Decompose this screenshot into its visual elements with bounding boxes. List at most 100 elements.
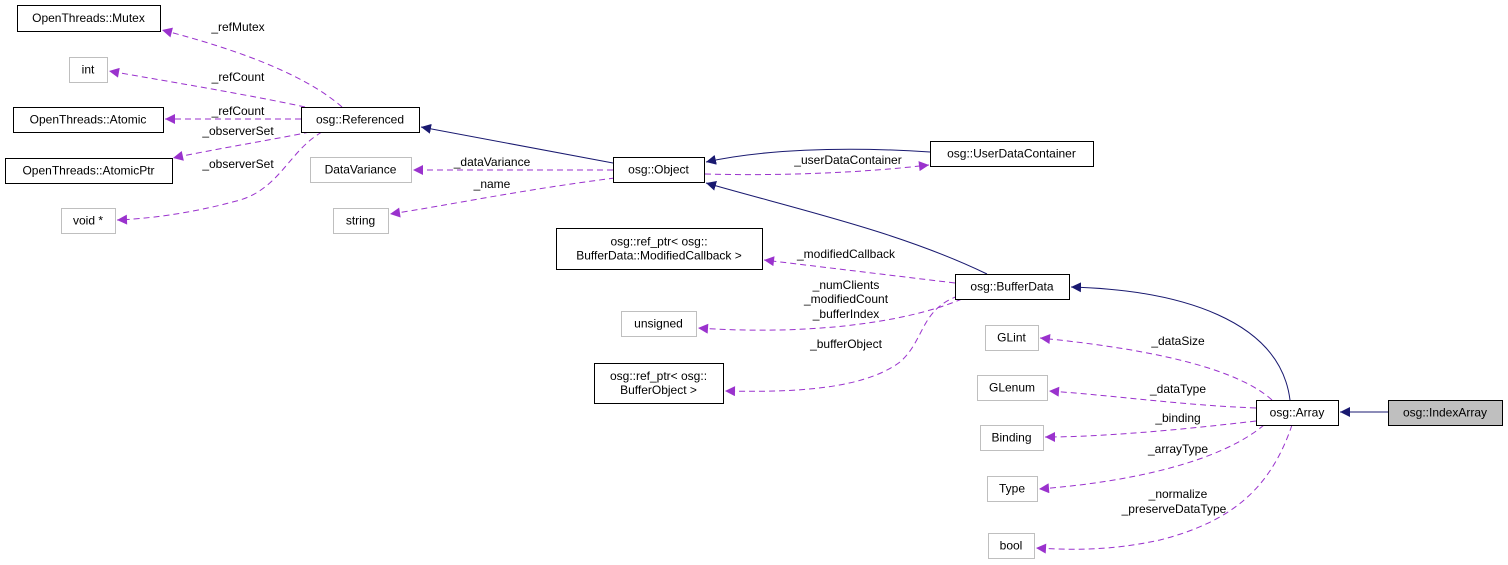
inheritance-arrow-udc-to-object: [705, 148, 931, 165]
node-label: Binding: [991, 431, 1031, 445]
node-refptr_bo[interactable]: osg::ref_ptr< osg::BufferObject >: [594, 363, 724, 404]
node-bufferdata[interactable]: osg::BufferData: [955, 274, 1070, 300]
node-label: osg::Referenced: [316, 113, 404, 127]
node-glenum: GLenum: [977, 375, 1048, 401]
edge-label: _modifiedCallback: [796, 247, 896, 261]
node-box: [988, 533, 1035, 559]
edge-label: _preserveDataType: [1121, 502, 1227, 516]
member-arrow-array-to-binding: [1044, 420, 1257, 442]
inheritance-arrow-bufferdata-to-object: [705, 180, 988, 275]
node-label: Type: [999, 482, 1025, 496]
node-box: [930, 141, 1094, 167]
node-glint: GLint: [985, 325, 1039, 351]
node-box: [613, 157, 705, 183]
node-label: void *: [73, 214, 103, 228]
edge-label: _bufferIndex: [812, 307, 880, 321]
node-box: [17, 5, 161, 32]
edge-label: _refCount: [211, 104, 265, 118]
node-atomicptr[interactable]: OpenThreads::AtomicPtr: [5, 158, 173, 184]
node-box: [13, 107, 164, 133]
node-box: [69, 57, 108, 83]
member-arrow-object-to-string: [389, 177, 616, 218]
node-box: [1388, 400, 1503, 426]
node-label: unsigned: [634, 317, 683, 331]
node-box: [301, 107, 420, 133]
edge-label: _arrayType: [1147, 442, 1208, 456]
node-label: osg::IndexArray: [1403, 406, 1487, 420]
node-box: [621, 311, 697, 337]
node-binding: Binding: [980, 425, 1044, 451]
member-arrow-referenced-to-int: [108, 67, 306, 108]
node-label: osg::ref_ptr< osg::: [610, 235, 707, 249]
node-box: [61, 208, 116, 234]
node-type: Type: [987, 476, 1038, 502]
node-box: [955, 274, 1070, 300]
edge-label: _numClients: [812, 278, 880, 292]
node-label: GLint: [997, 331, 1026, 345]
node-label: int: [82, 63, 95, 77]
member-arrow-referenced-to-atomicptr: [172, 131, 311, 161]
node-box: [5, 158, 173, 184]
member-arrow-bufferdata-to-unsigned: [697, 298, 963, 334]
edge-label: _bufferObject: [809, 337, 882, 351]
inheritance-arrow-array-to-bufferdata: [1070, 282, 1291, 401]
node-refptr_mc[interactable]: osg::ref_ptr< osg::BufferData::ModifiedC…: [556, 228, 763, 270]
member-arrow-bufferdata-to-refptr_mc: [763, 256, 956, 284]
edge-label: _dataSize: [1150, 334, 1205, 348]
edge-label: _binding: [1154, 411, 1200, 425]
node-box: [977, 375, 1048, 401]
node-box: [594, 363, 724, 404]
member-arrow-object-to-udc: [704, 161, 930, 176]
node-box: [1256, 400, 1339, 426]
node-label: bool: [1000, 539, 1023, 553]
edge-label: _name: [473, 177, 511, 191]
member-arrow-referenced-to-void: [116, 131, 323, 225]
node-box: [310, 157, 412, 183]
node-label: DataVariance: [325, 163, 397, 177]
node-label: OpenThreads::Mutex: [32, 11, 145, 25]
member-arrow-array-to-glint: [1039, 334, 1273, 401]
node-atomic[interactable]: OpenThreads::Atomic: [13, 107, 164, 133]
node-label: OpenThreads::AtomicPtr: [22, 164, 154, 178]
node-box: [985, 325, 1039, 351]
node-label: osg::ref_ptr< osg::: [610, 369, 707, 383]
node-label: osg::Array: [1270, 406, 1325, 420]
inheritance-arrow-object-to-referenced: [420, 123, 614, 164]
node-label: GLenum: [989, 381, 1035, 395]
node-mutex[interactable]: OpenThreads::Mutex: [17, 5, 161, 32]
edge-label: _refCount: [211, 70, 265, 84]
node-label: BufferObject >: [620, 383, 697, 397]
edge-label: _dataType: [1149, 382, 1206, 396]
node-label: osg::Object: [628, 163, 689, 177]
edge-label: _observerSet: [201, 124, 274, 138]
node-label: string: [346, 214, 375, 228]
member-arrow-referenced-to-mutex: [161, 27, 343, 108]
edge-label: _modifiedCount: [803, 292, 889, 306]
member-arrow-array-to-bool: [1035, 424, 1293, 554]
node-label: osg::UserDataContainer: [947, 147, 1076, 161]
edge-label: _userDataContainer: [793, 153, 901, 167]
node-void: void *: [61, 208, 116, 234]
node-object[interactable]: osg::Object: [613, 157, 705, 183]
node-label: OpenThreads::Atomic: [30, 113, 147, 127]
member-arrow-bufferdata-to-refptr_bo: [724, 295, 959, 397]
node-referenced[interactable]: osg::Referenced: [301, 107, 420, 133]
node-int: int: [69, 57, 108, 83]
node-bool: bool: [988, 533, 1035, 559]
node-box: [987, 476, 1038, 502]
node-datavariance: DataVariance: [310, 157, 412, 183]
node-unsigned: unsigned: [621, 311, 697, 337]
edge-label: _normalize: [1148, 487, 1208, 501]
node-udc[interactable]: osg::UserDataContainer: [930, 141, 1094, 167]
node-label: osg::BufferData: [970, 280, 1053, 294]
member-arrow-array-to-type: [1038, 424, 1265, 494]
node-indexarray: osg::IndexArray: [1388, 400, 1503, 426]
node-array[interactable]: osg::Array: [1256, 400, 1339, 426]
edge-label: _refMutex: [210, 20, 264, 34]
node-box: [333, 208, 389, 234]
edge-label: _observerSet: [201, 157, 274, 171]
member-arrow-array-to-glenum: [1048, 386, 1257, 409]
node-label: BufferData::ModifiedCallback >: [576, 249, 742, 263]
node-box: [980, 425, 1044, 451]
